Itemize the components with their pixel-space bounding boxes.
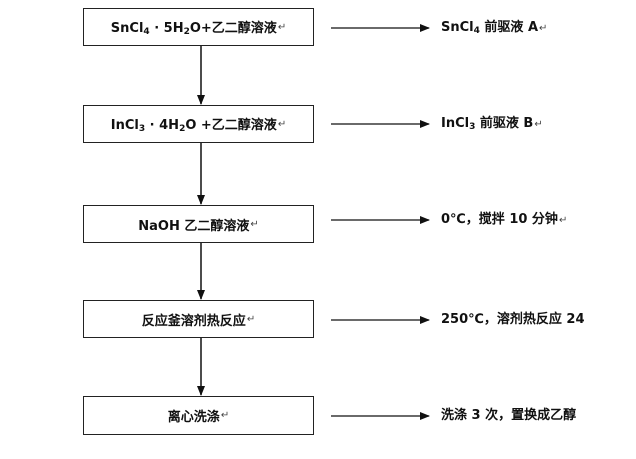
- step-note-stir: 0℃，搅拌 10 分钟↵: [441, 212, 568, 227]
- paragraph-mark-icon: ↵: [539, 23, 548, 34]
- paragraph-mark-icon: ↵: [277, 118, 287, 130]
- step-box-solvothermal-reaction: 反应釜溶剂热反应↵: [83, 300, 314, 338]
- step-note-reaction-conditions: 250℃，溶剂热反应 24: [441, 312, 585, 327]
- paragraph-mark-icon: ↵: [246, 313, 256, 325]
- step-box-label: InCl3 · 4H2O +乙二醇溶液: [110, 118, 277, 134]
- step-box-label: NaOH 乙二醇溶液: [138, 218, 250, 234]
- paragraph-mark-icon: ↵: [250, 218, 259, 230]
- step-box-label: SnCl4 · 5H2O+乙二醇溶液: [110, 21, 277, 37]
- step-note-precursor-b: InCl3 前驱液 B↵: [441, 116, 543, 132]
- step-box-label: 反应釜溶剂热反应: [141, 313, 246, 329]
- paragraph-mark-icon: ↵: [558, 215, 568, 226]
- step-box-sncl4-solution: SnCl4 · 5H2O+乙二醇溶液↵: [83, 8, 314, 46]
- step-note-wash: 洗涤 3 次，置换成乙醇: [441, 408, 577, 423]
- step-box-incl3-solution: InCl3 · 4H2O +乙二醇溶液↵: [83, 105, 314, 143]
- step-box-centrifuge-wash: 离心洗涤↵: [83, 396, 314, 435]
- step-box-label: 离心洗涤: [167, 410, 220, 425]
- paragraph-mark-icon: ↵: [220, 410, 230, 421]
- step-box-naoh-solution: NaOH 乙二醇溶液↵: [83, 205, 314, 243]
- paragraph-mark-icon: ↵: [534, 119, 543, 130]
- paragraph-mark-icon: ↵: [277, 21, 287, 33]
- step-note-precursor-a: SnCl4 前驱液 A↵: [441, 20, 548, 36]
